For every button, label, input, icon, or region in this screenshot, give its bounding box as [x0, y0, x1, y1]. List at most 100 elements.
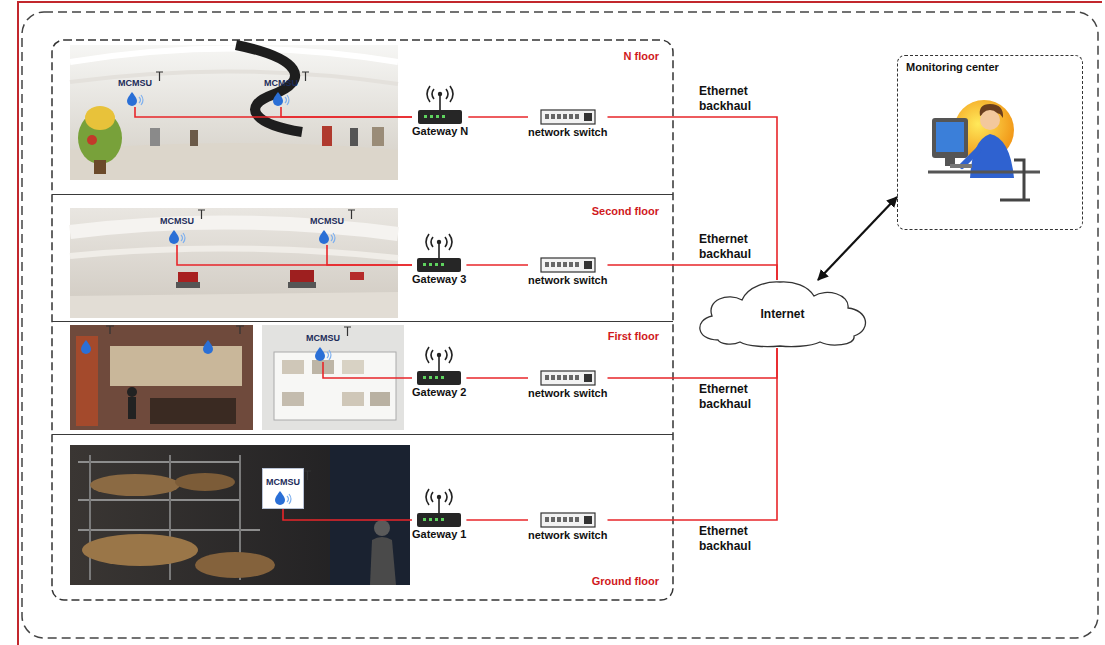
status-light	[441, 376, 444, 379]
sensor-label: MCMSU	[266, 477, 300, 488]
first-floor-photo	[76, 336, 98, 426]
gateway-label: Gateway 1	[412, 527, 466, 541]
sensor-drop	[273, 92, 283, 106]
sensor-wave	[331, 233, 335, 243]
floor-band: Ground floorMCMSUGateway 1network switch	[52, 435, 673, 600]
second-floor-photo	[288, 282, 316, 288]
signal-wave	[426, 489, 429, 505]
router-icon	[413, 487, 465, 527]
antenna-mast	[439, 96, 441, 110]
switch-port	[563, 262, 567, 267]
sensor-label: MCMSU	[118, 78, 152, 89]
network-switch-node: network switch	[528, 109, 607, 139]
first-floor-photo	[342, 360, 364, 374]
first-floor-photo	[150, 398, 236, 424]
second-floor-photo	[176, 282, 200, 288]
switch-port	[551, 375, 555, 380]
sensor-wave	[327, 350, 331, 360]
second-floor-photo	[70, 292, 398, 318]
first-floor-photo	[342, 392, 364, 406]
status-light	[424, 115, 427, 118]
ground-floor-photo	[374, 520, 390, 536]
switch-body	[541, 513, 595, 527]
antenna-mast	[438, 357, 440, 371]
switch-port	[545, 114, 549, 119]
first-floor-photo	[282, 360, 304, 374]
monitoring-box: Monitoring center	[897, 55, 1083, 230]
n-floor-photo	[372, 127, 384, 146]
sensor-label: MCMSU	[264, 78, 298, 89]
router-body	[418, 110, 462, 124]
ground-floor-photo	[370, 537, 396, 585]
signal-wave	[446, 89, 448, 99]
sensor-wave	[139, 95, 143, 105]
n-floor-photo	[85, 106, 115, 130]
network-link	[466, 519, 528, 521]
signal-wave	[427, 86, 430, 102]
outer-frame	[22, 12, 1098, 638]
switch-icon	[540, 109, 596, 125]
switch-port	[569, 262, 573, 267]
antenna-tip	[437, 353, 441, 357]
signal-wave	[450, 86, 453, 102]
first-floor-photo	[128, 397, 136, 419]
network-link	[327, 245, 412, 265]
second-floor-photo	[70, 248, 398, 258]
network-link	[323, 362, 412, 378]
switch-port	[575, 517, 579, 522]
sensor-label: MCMSU	[306, 333, 340, 344]
first-floor-photo	[106, 326, 244, 334]
sensor-heading: MCMSU	[310, 216, 344, 227]
ground-floor-photo	[70, 445, 410, 585]
operator-illustration	[936, 122, 964, 152]
status-light	[435, 263, 438, 266]
n-floor-photo	[322, 126, 332, 146]
first-floor-photo	[274, 352, 396, 420]
switch-port	[575, 375, 579, 380]
status-light	[429, 518, 432, 521]
switch-icon	[540, 512, 596, 528]
signal-wave	[426, 234, 429, 250]
second-floor-photo	[178, 272, 198, 282]
antenna-symbol	[197, 209, 206, 219]
status-light	[429, 263, 432, 266]
outer-frame	[18, 2, 1102, 645]
floor-band: N floorMCMSUMCMSUGateway Nnetwork switch	[52, 40, 673, 195]
sensor-label: MCMSU	[160, 216, 194, 227]
second-floor-photo	[70, 208, 398, 318]
antenna-symbol	[304, 471, 311, 480]
n-floor-photo	[150, 128, 160, 146]
status-light	[436, 115, 439, 118]
router-body	[417, 513, 461, 527]
building-outline	[52, 40, 673, 600]
network-link	[608, 348, 778, 520]
operator-illustration	[1000, 160, 1030, 200]
antenna-symbol	[343, 326, 352, 336]
link-label: Ethernet backhaul	[697, 524, 765, 554]
sensor-wave	[287, 494, 291, 504]
first-floor-photo	[282, 392, 304, 406]
second-floor-photo	[350, 272, 364, 280]
second-floor-photo	[70, 208, 398, 318]
first-floor-photo	[110, 346, 242, 386]
status-light	[441, 518, 444, 521]
gateway-node: Gateway 3	[412, 232, 466, 286]
switch-module	[584, 113, 592, 121]
operator-illustration	[932, 118, 968, 158]
antenna-mast	[438, 499, 440, 513]
switch-body	[541, 110, 595, 124]
first-floor-photo	[127, 387, 137, 397]
floor-label: First floor	[608, 330, 659, 343]
network-switch-node: network switch	[528, 257, 607, 287]
network-switch-node: network switch	[528, 512, 607, 542]
signal-wave	[449, 489, 452, 505]
status-light	[435, 518, 438, 521]
switch-port	[569, 375, 573, 380]
n-floor-photo	[87, 135, 97, 145]
sensor-icon	[316, 229, 338, 245]
signal-wave	[449, 234, 452, 250]
data-arrow	[818, 197, 897, 280]
antenna-symbol	[302, 72, 309, 81]
